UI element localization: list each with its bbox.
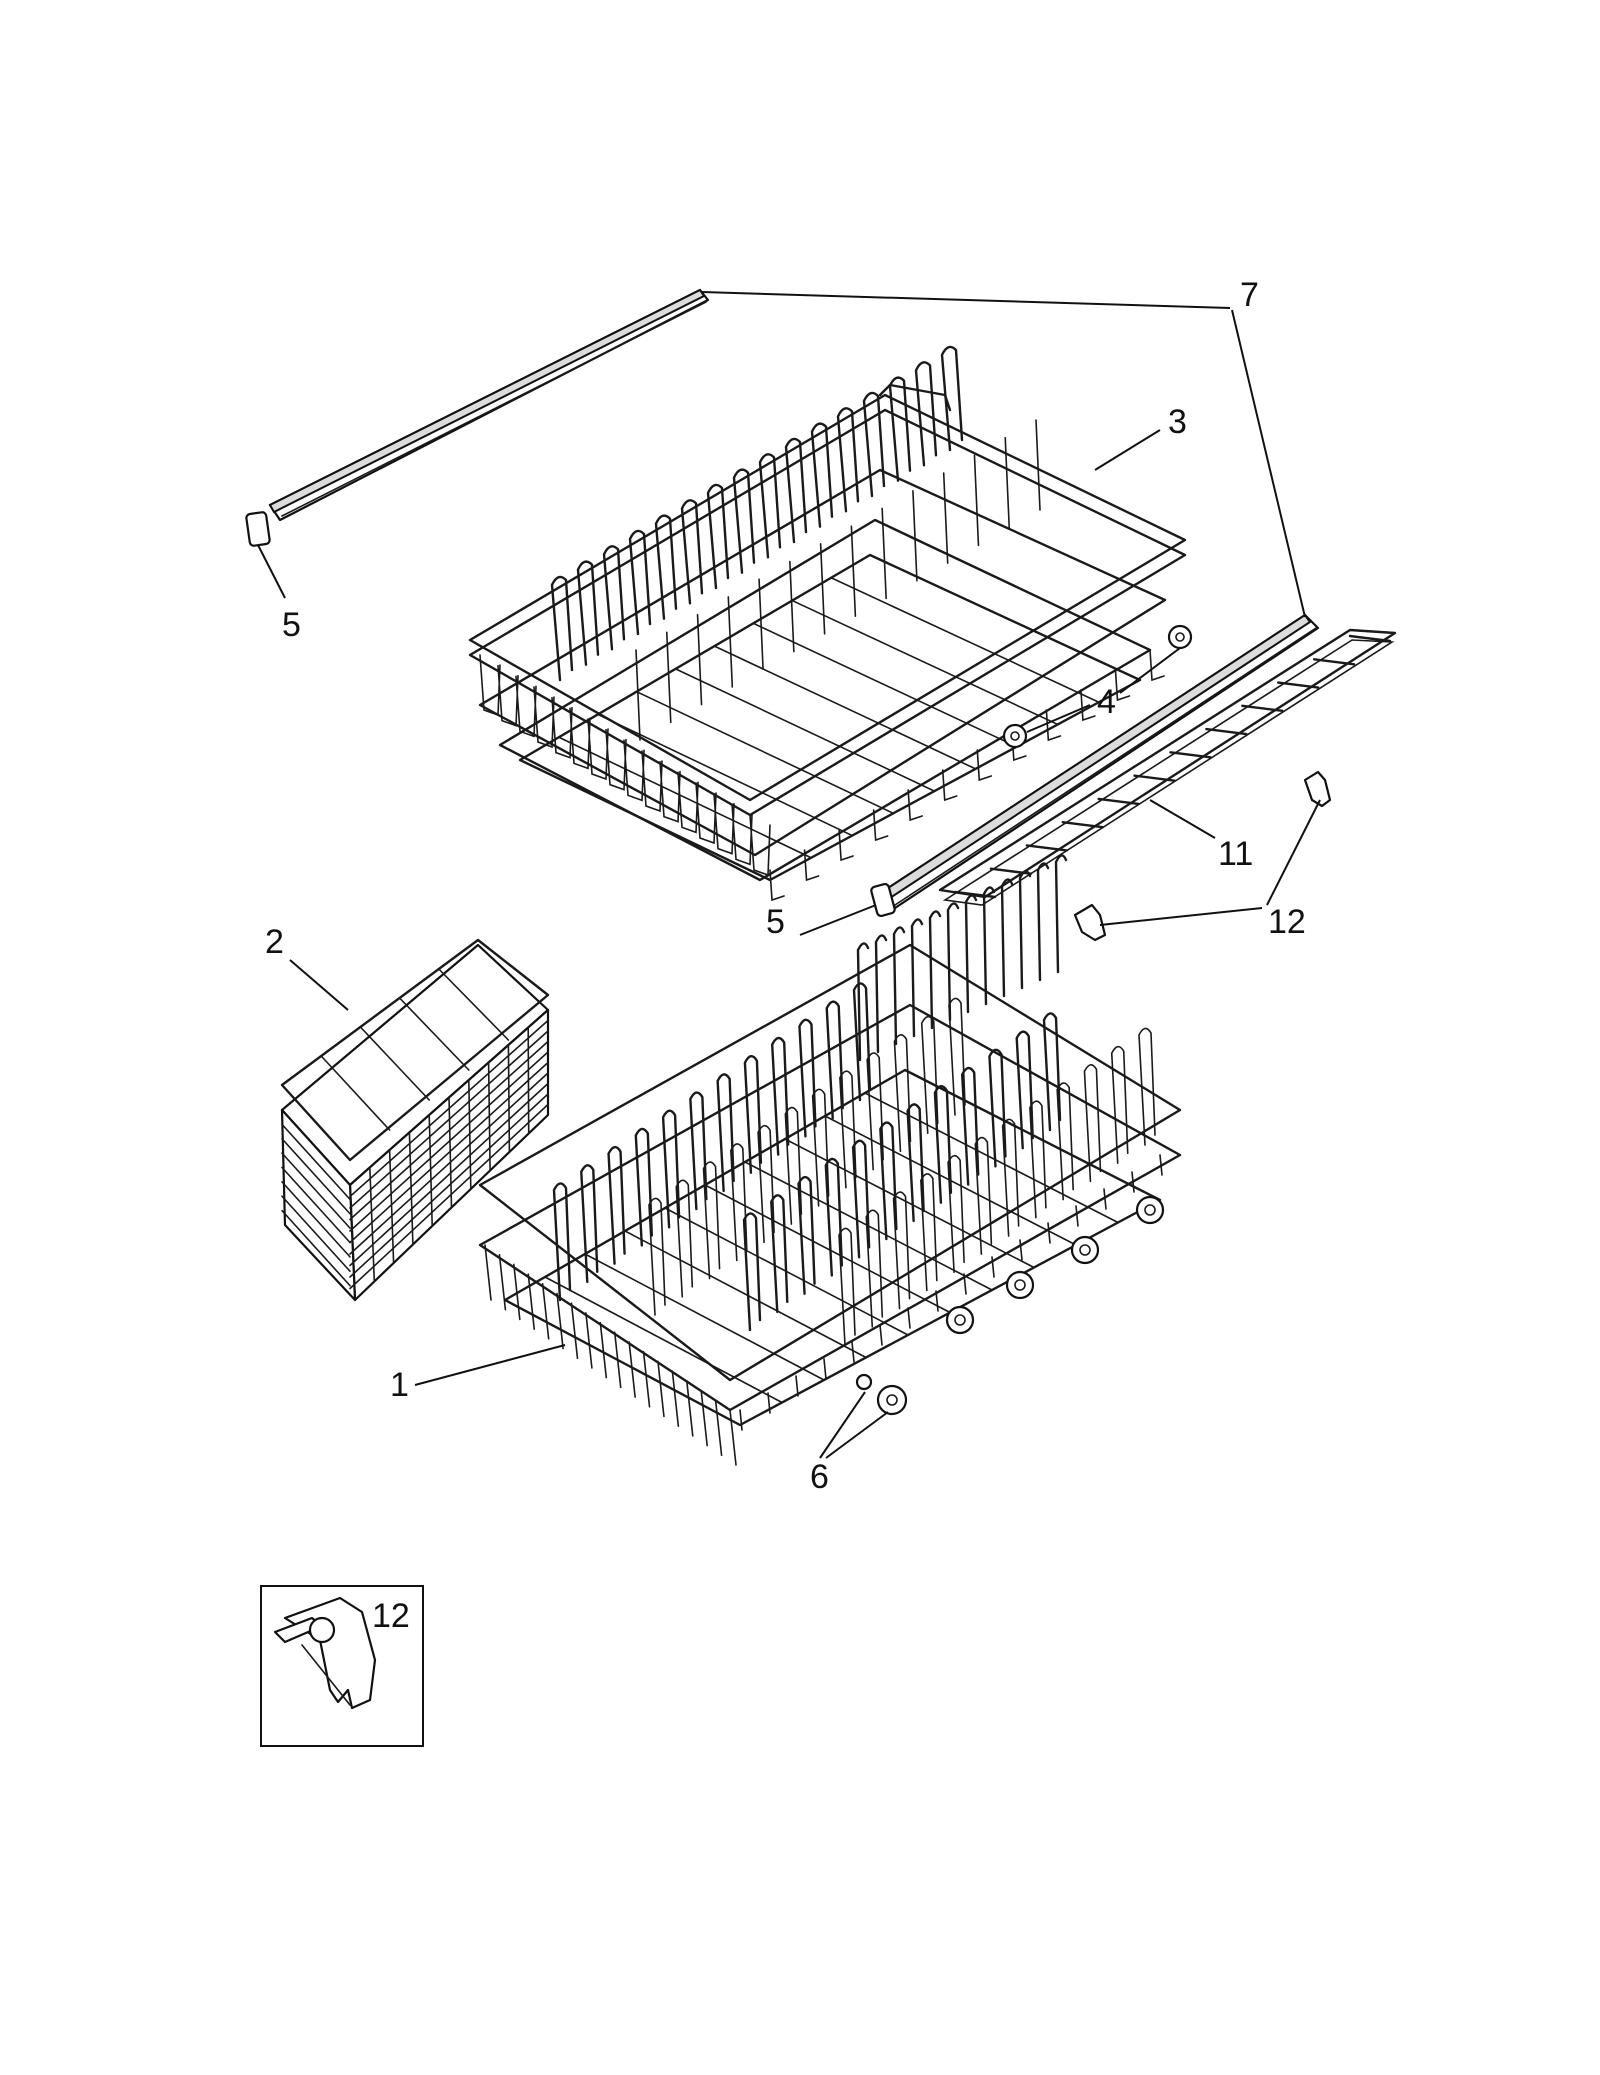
callout-5: 5 — [766, 903, 785, 941]
rack-wheel-icon — [855, 1195, 1165, 1416]
callout-2: 2 — [265, 923, 284, 961]
callout-12: 12 — [1268, 903, 1306, 941]
callout-7: 6 — [810, 1458, 829, 1496]
callout-1: 1 — [390, 1366, 409, 1404]
shelf-clip-icon — [1073, 770, 1332, 942]
shelf-clip-detail-icon — [273, 1596, 377, 1710]
lower-track-rail — [883, 613, 1320, 910]
upper-dish-rack-icon — [468, 345, 1187, 902]
callout-3: 3 — [1168, 403, 1187, 441]
silverware-basket-icon — [280, 938, 550, 1302]
callout-11: 11 — [1218, 835, 1254, 873]
end-cap-icon — [870, 882, 896, 918]
end-cap-icon — [245, 511, 271, 547]
leader-lines — [257, 291, 1321, 1459]
callout-4: 4 — [1097, 683, 1116, 721]
callout-5: 5 — [282, 606, 301, 644]
clip-detail-inset: 12 — [260, 1585, 424, 1747]
upper-track-rail-left — [268, 288, 710, 522]
lower-dish-rack-icon — [478, 854, 1182, 1466]
cup-shelf-icon — [938, 628, 1397, 906]
callout-6: 7 — [1240, 276, 1259, 314]
callout-12-inset: 12 — [372, 1597, 410, 1635]
